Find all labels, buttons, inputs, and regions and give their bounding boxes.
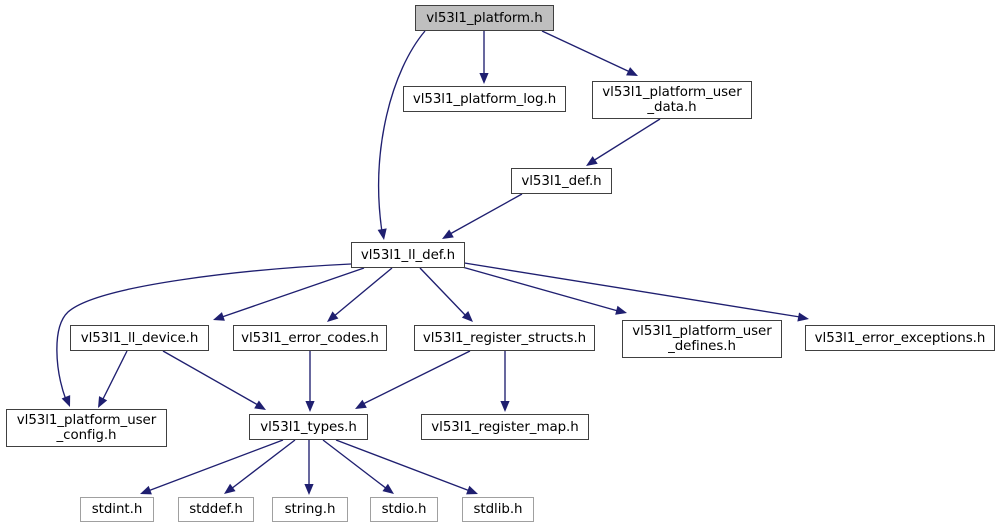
arrowhead-platform-to-platform_user_data bbox=[626, 67, 638, 76]
node-label-register_structs: vl53l1_register_structs.h bbox=[422, 330, 587, 346]
arrowhead-platform-to-ll_def bbox=[377, 228, 387, 240]
node-label-stdlib: stdlib.h bbox=[473, 502, 523, 517]
node-register_map[interactable]: vl53l1_register_map.h bbox=[421, 414, 589, 440]
arrowhead-ll_def-to-register_structs bbox=[461, 311, 473, 322]
node-platform[interactable]: vl53l1_platform.h bbox=[415, 5, 554, 31]
node-label-error_exceptions: vl53l1_error_exceptions.h bbox=[814, 330, 986, 346]
node-register_structs[interactable]: vl53l1_register_structs.h bbox=[414, 325, 595, 351]
node-def[interactable]: vl53l1_def.h bbox=[511, 168, 612, 194]
node-ll_def[interactable]: vl53l1_ll_def.h bbox=[351, 242, 465, 268]
arrowhead-register_structs-to-types bbox=[355, 399, 367, 409]
node-string[interactable]: string.h bbox=[272, 497, 348, 522]
edge-ll_def-to-error_codes bbox=[332, 267, 393, 318]
node-stdint[interactable]: stdint.h bbox=[80, 497, 154, 522]
arrowhead-platform_user_data-to-def bbox=[586, 156, 598, 166]
node-error_exceptions[interactable]: vl53l1_error_exceptions.h bbox=[805, 325, 995, 351]
arrowhead-types-to-string bbox=[304, 484, 314, 495]
edge-platform-to-platform_user_data bbox=[541, 30, 631, 73]
node-label-platform: vl53l1_platform.h bbox=[426, 10, 543, 26]
arrowhead-ll_def-to-platform_user_cfg bbox=[61, 395, 71, 407]
node-error_codes[interactable]: vl53l1_error_codes.h bbox=[233, 325, 387, 351]
node-platform_user_data[interactable]: vl53l1_platform_user _data.h bbox=[592, 81, 752, 119]
edge-ll_def-to-error_exceptions bbox=[451, 260, 801, 318]
arrowhead-ll_def-to-error_codes bbox=[327, 311, 339, 322]
arrowhead-ll_def-to-platform_user_def bbox=[615, 305, 627, 315]
node-platform_log[interactable]: vl53l1_platform_log.h bbox=[403, 86, 566, 112]
edge-def-to-ll_def bbox=[449, 193, 523, 235]
node-types[interactable]: vl53l1_types.h bbox=[249, 414, 368, 440]
edge-ll_def-to-register_structs bbox=[419, 267, 468, 318]
edge-ll_def-to-platform_user_cfg bbox=[56, 263, 352, 401]
node-label-string: string.h bbox=[284, 502, 336, 517]
arrowhead-types-to-stdint bbox=[140, 485, 152, 495]
edge-types-to-stddef bbox=[230, 439, 296, 490]
edge-types-to-stdint bbox=[147, 439, 284, 492]
node-label-stdint: stdint.h bbox=[91, 502, 143, 517]
edge-types-to-stdio bbox=[322, 439, 388, 490]
node-label-register_map: vl53l1_register_map.h bbox=[431, 419, 579, 435]
edge-types-to-stdlib bbox=[335, 439, 471, 492]
node-stddef[interactable]: stddef.h bbox=[178, 497, 254, 522]
node-label-stdio: stdio.h bbox=[381, 502, 427, 517]
arrowhead-error_codes-to-types bbox=[305, 401, 315, 412]
arrowhead-register_structs-to-register_map bbox=[500, 401, 510, 412]
edge-platform_user_data-to-def bbox=[592, 118, 661, 162]
node-label-stddef: stddef.h bbox=[189, 502, 243, 517]
node-label-def: vl53l1_def.h bbox=[521, 173, 602, 189]
node-stdlib[interactable]: stdlib.h bbox=[462, 497, 534, 522]
node-label-error_codes: vl53l1_error_codes.h bbox=[241, 330, 379, 346]
arrowhead-ll_def-to-error_exceptions bbox=[797, 312, 809, 322]
arrowhead-ll_device-to-types bbox=[254, 400, 266, 410]
edge-ll_device-to-types bbox=[162, 350, 259, 406]
node-platform_user_def[interactable]: vl53l1_platform_user _defines.h bbox=[622, 320, 782, 358]
edge-ll_def-to-ll_device bbox=[221, 267, 365, 318]
edge-ll_device-to-platform_user_cfg bbox=[101, 350, 128, 402]
node-label-platform_user_data: vl53l1_platform_user _data.h bbox=[602, 85, 742, 115]
node-label-ll_def: vl53l1_ll_def.h bbox=[360, 247, 456, 263]
node-label-platform_user_cfg: vl53l1_platform_user _config.h bbox=[16, 413, 157, 443]
arrowhead-types-to-stdio bbox=[382, 483, 394, 494]
node-label-types: vl53l1_types.h bbox=[260, 419, 357, 435]
node-label-ll_device: vl53l1_ll_device.h bbox=[80, 330, 199, 346]
arrowhead-types-to-stdlib bbox=[466, 485, 478, 495]
edge-register_structs-to-types bbox=[362, 350, 471, 405]
node-platform_user_cfg[interactable]: vl53l1_platform_user _config.h bbox=[6, 409, 167, 447]
arrowhead-types-to-stddef bbox=[224, 483, 236, 494]
arrowhead-def-to-ll_def bbox=[442, 229, 454, 239]
arrowhead-platform-to-platform_log bbox=[479, 73, 489, 84]
arrowhead-ll_def-to-ll_device bbox=[213, 312, 225, 321]
edge-ll_def-to-platform_user_def bbox=[447, 262, 619, 312]
node-stdio[interactable]: stdio.h bbox=[370, 497, 438, 522]
node-label-platform_user_def: vl53l1_platform_user _defines.h bbox=[632, 324, 772, 354]
edge-platform-to-ll_def bbox=[378, 30, 426, 233]
node-label-platform_log: vl53l1_platform_log.h bbox=[412, 91, 557, 107]
arrowhead-ll_device-to-platform_user_cfg bbox=[98, 396, 108, 408]
node-ll_device[interactable]: vl53l1_ll_device.h bbox=[70, 325, 209, 351]
